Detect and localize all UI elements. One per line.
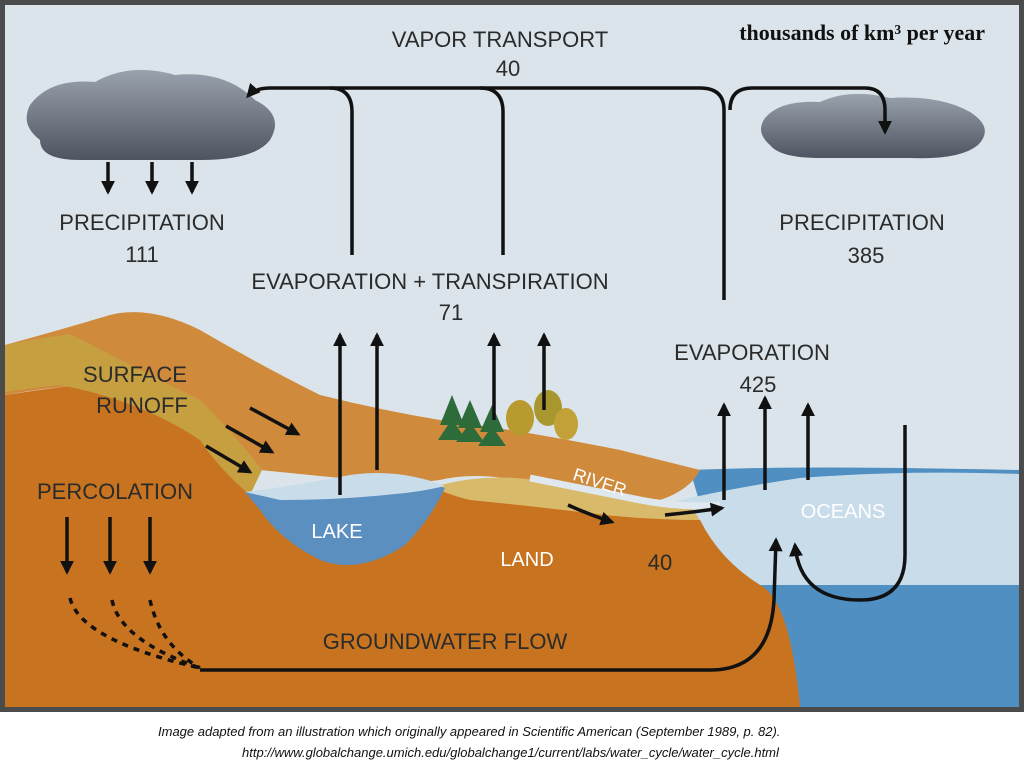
surface-runoff-label-2: RUNOFF	[96, 393, 188, 418]
evapotranspiration-lift-right	[479, 86, 505, 255]
leaf-tree-3	[554, 408, 578, 440]
river-flow-value: 40	[648, 550, 672, 575]
runoff-strip	[5, 334, 262, 495]
evapotranspiration-label: EVAPORATION + TRANSPIRATION	[251, 269, 608, 294]
river	[529, 474, 721, 510]
evapotranspiration-lift-left	[329, 86, 354, 255]
lake-label: LAKE	[311, 521, 362, 543]
pine-tree-1	[438, 395, 466, 440]
land-label: LAND	[500, 549, 553, 571]
pine-tree-3	[478, 405, 506, 446]
precipitation-ocean-value: 385	[848, 243, 885, 268]
vapor-transport-value: 40	[496, 56, 520, 81]
hill-upper	[5, 312, 700, 500]
runoff-arrow-2	[225, 424, 275, 454]
percolation-label: PERCOLATION	[37, 479, 193, 504]
precipitation-land-label: PRECIPITATION	[59, 210, 224, 235]
arrows	[60, 82, 907, 672]
water-cycle-diagram: thousands of km³ per year VAPOR TRANSPOR…	[0, 0, 1024, 712]
trees	[438, 390, 578, 446]
oceans-label: OCEANS	[801, 501, 885, 523]
evaporation-value: 425	[740, 372, 777, 397]
caption-url: http://www.globalchange.umich.edu/global…	[242, 745, 779, 760]
river-bank	[440, 477, 700, 520]
groundwater-flow-label: GROUNDWATER FLOW	[323, 629, 568, 654]
caption-source: Image adapted from an illustration which…	[158, 724, 781, 739]
ocean-loop-arrow	[789, 425, 907, 602]
cloud-right	[761, 93, 985, 159]
river-flow-arrow-2	[664, 502, 725, 517]
lake-surface	[245, 473, 445, 500]
vapor-transport-label: VAPOR TRANSPORT	[392, 27, 608, 52]
precipitation-land-value: 111	[125, 242, 158, 267]
surface-runoff-label-1: SURFACE	[83, 362, 187, 387]
evapotranspiration-value: 71	[439, 300, 463, 325]
evaporation-label: EVAPORATION	[674, 340, 830, 365]
leaf-tree-1	[506, 400, 534, 436]
leaf-tree-2	[534, 390, 562, 426]
percolation-dashed-2	[110, 599, 201, 670]
river-flow-arrow-1	[567, 503, 615, 526]
ocean-shallow	[660, 472, 1019, 585]
vapor-transport-arrow	[246, 82, 726, 300]
groundwater-flow-arrow	[200, 537, 783, 672]
units-label: thousands of km³ per year	[739, 20, 985, 45]
ocean-precip-branch	[728, 86, 892, 135]
precipitation-ocean-label: PRECIPITATION	[779, 210, 944, 235]
pine-tree-2	[456, 400, 484, 442]
runoff-arrow-3	[205, 444, 253, 474]
cloud-left	[26, 69, 275, 160]
runoff-arrow-1	[249, 406, 301, 436]
